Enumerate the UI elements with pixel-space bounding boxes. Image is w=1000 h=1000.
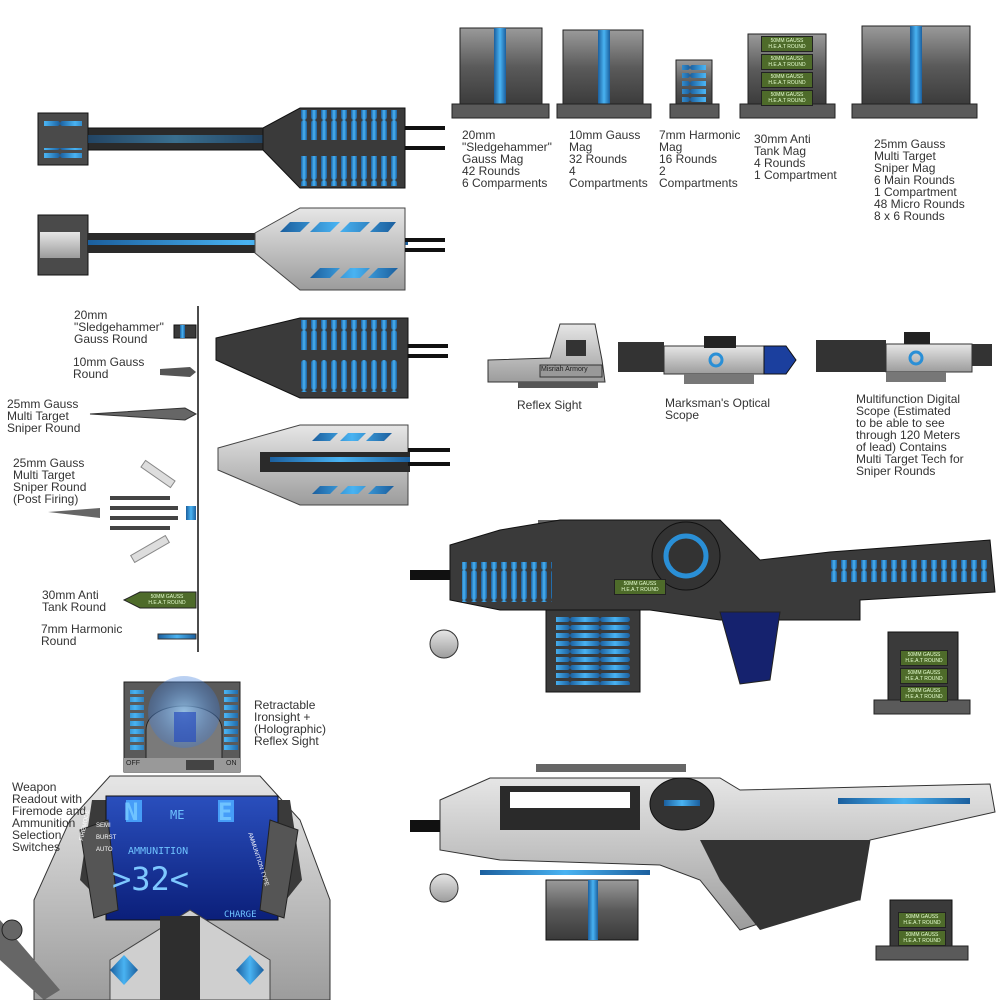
sight-label-reflex: Reflex Sight <box>517 398 582 412</box>
sight-label-digital: Multifunction Digital Scope (Estimated t… <box>856 392 964 478</box>
marksman-scope-art <box>618 336 797 384</box>
sight-label-marksman: Marksman's Optical Scope <box>665 396 770 422</box>
rifle-exterior-art <box>410 764 996 961</box>
ironsight-off-label: OFF <box>126 760 140 767</box>
firemode-semi[interactable]: SEMI <box>96 823 111 829</box>
readout-art <box>0 775 331 1000</box>
barrel-assembly-1 <box>37 107 445 189</box>
round-10mm-art <box>160 367 196 377</box>
mag-label-30mm: 30mm Anti Tank Mag 4 Rounds 1 Compartmen… <box>754 132 837 182</box>
mag-20mm-art <box>451 27 550 119</box>
rifle-internals-art <box>410 519 996 715</box>
mag-label-10mm: 10mm Gauss Mag 32 Rounds 4 Compartments <box>569 128 648 190</box>
readout-mode-right: E <box>218 798 233 826</box>
round-label-10mm: 10mm Gauss Round <box>73 355 145 381</box>
round-label-20mm: 20mm "Sledgehammer" Gauss Round <box>74 308 164 346</box>
readout-ammo-count: >32< <box>112 860 190 898</box>
round-label-30mm: 30mm Anti Tank Round <box>42 588 107 614</box>
reflex-brand: Misriah Armory <box>541 366 588 373</box>
digital-scope-art <box>816 332 992 382</box>
ironsight-art <box>123 676 241 773</box>
ironsight-label: Retractable Ironsight + (Holographic) Re… <box>254 698 327 748</box>
mag-label-25mm: 25mm Gauss Multi Target Sniper Mag 6 Mai… <box>874 137 965 223</box>
mag-10mm-art <box>556 29 652 119</box>
round-30mm-art <box>122 591 197 609</box>
readout-ammo-title: AMMUNITION <box>128 846 189 857</box>
barrel-assembly-2 <box>37 207 445 291</box>
round-25mm-art <box>89 407 198 421</box>
round-label-7mm: 7mm Harmonic Round <box>41 622 123 648</box>
mag-7mm-art <box>669 59 720 119</box>
barrel-assembly-3 <box>215 317 448 399</box>
firemode-options[interactable]: SEMI BURST AUTO <box>96 820 116 856</box>
mag-label-7mm: 7mm Harmonic Mag 16 Rounds 2 Compartment… <box>659 128 741 190</box>
round-25mm-post-firing-art <box>48 459 196 564</box>
mag-25mm-art <box>851 25 978 119</box>
readout-charge: CHARGE <box>224 910 257 920</box>
firemode-auto[interactable]: AUTO <box>96 847 113 853</box>
firemode-burst[interactable]: BURST <box>96 835 117 841</box>
reflex-sight-art <box>487 323 606 388</box>
round-7mm-art <box>157 633 197 640</box>
readout-mode-mid: ME <box>170 808 185 822</box>
ironsight-on-label: ON <box>226 760 237 767</box>
mag-label-20mm: 20mm "Sledgehammer" Gauss Mag 42 Rounds … <box>462 128 552 190</box>
barrel-assembly-4 <box>217 424 450 506</box>
round-label-25mm-post: 25mm Gauss Multi Target Sniper Round (Po… <box>13 456 87 506</box>
round-label-25mm: 25mm Gauss Multi Target Sniper Round <box>7 397 81 435</box>
readout-label: Weapon Readout with Firemode and Ammunit… <box>12 780 87 854</box>
readout-mode-left: N <box>124 798 139 826</box>
